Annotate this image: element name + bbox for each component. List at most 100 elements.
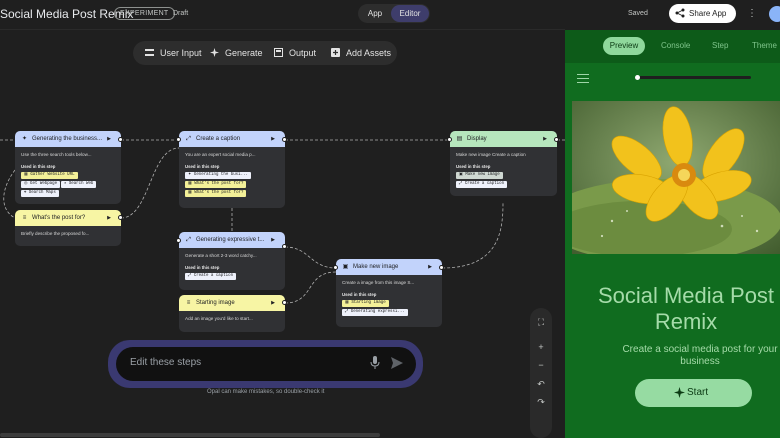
- progress-bar: [635, 76, 751, 79]
- chip: ▦ What's the post for?: [185, 181, 247, 188]
- edit-steps-input[interactable]: [116, 347, 416, 381]
- preview-subtitle: Create a social media post for your busi…: [622, 344, 778, 367]
- output-port[interactable]: [439, 265, 444, 270]
- output-port[interactable]: [282, 137, 287, 142]
- chip: ⤢ Create a caption: [185, 273, 237, 280]
- output-port[interactable]: [554, 137, 559, 142]
- tab-theme[interactable]: Theme: [752, 41, 777, 50]
- node-title: Create a caption: [196, 136, 241, 142]
- node-body: Add an image you'd like to start...: [179, 311, 285, 326]
- node-title: Make new image: [353, 264, 399, 270]
- chip: ▣ Make new image: [456, 172, 503, 179]
- node-header[interactable]: ▤Display▶: [450, 131, 557, 147]
- redo-icon[interactable]: ↷: [537, 397, 545, 407]
- chip: ◎ Get Webpage: [21, 181, 61, 188]
- node-title: Generating the business...: [32, 136, 103, 142]
- edge-left-curve: [3, 169, 16, 219]
- more-options-icon[interactable]: ⋮: [747, 8, 757, 19]
- run-step-icon[interactable]: ▶: [543, 136, 547, 142]
- zoom-in-icon[interactable]: +: [538, 342, 544, 352]
- microphone-icon[interactable]: [370, 356, 380, 370]
- add-assets-label: Add Assets: [346, 48, 392, 58]
- node-prompt: Use the three search tools below...: [21, 152, 92, 157]
- tab-console[interactable]: Console: [661, 41, 691, 50]
- node-generating-business[interactable]: ✦Generating the business...▶ Use the thr…: [15, 131, 121, 204]
- edge-whats-caption: [120, 147, 180, 219]
- zoom-out-icon[interactable]: −: [538, 360, 544, 370]
- node-header[interactable]: ✦Generating the business...▶: [15, 131, 121, 147]
- fit-view-icon[interactable]: ⛶: [537, 317, 545, 327]
- start-button[interactable]: Start: [635, 379, 752, 407]
- used-label: Used in this step: [185, 164, 220, 169]
- used-label: Used in this step: [21, 164, 56, 169]
- save-status: Saved: [628, 10, 648, 17]
- used-label: Used in this step: [185, 265, 220, 270]
- avatar[interactable]: [769, 6, 780, 22]
- node-body: Use the three search tools below... Used…: [15, 147, 121, 203]
- node-title: What's the post for?: [32, 215, 86, 221]
- node-display[interactable]: ▤Display▶ Make new image Create a captio…: [450, 131, 557, 196]
- node-body: Create a image from this image S... Used…: [336, 275, 442, 322]
- output-port[interactable]: [282, 244, 287, 249]
- edge-expressive-make: [284, 246, 337, 269]
- generate-button[interactable]: Generate: [210, 41, 263, 65]
- user-input-button[interactable]: User Input: [145, 41, 202, 65]
- app-mode-tab[interactable]: App: [367, 9, 383, 18]
- used-label: Used in this step: [342, 292, 377, 297]
- node-starting-image[interactable]: ≡Starting image▶ Add an image you'd like…: [179, 295, 285, 332]
- menu-icon[interactable]: [577, 74, 589, 83]
- input-icon: ≡: [22, 215, 27, 221]
- tab-preview[interactable]: Preview: [603, 37, 645, 55]
- node-body: Generate a short 2-3 word catchy... Used…: [179, 248, 285, 286]
- node-generating-expressive[interactable]: ⤢Generating expressive t...▶ Generate a …: [179, 232, 285, 290]
- node-whats-the-post-for[interactable]: ≡What's the post for?▶ Briefly describe …: [15, 210, 121, 246]
- node-header[interactable]: ⤢Generating expressive t...▶: [179, 232, 285, 248]
- node-body: Make new image Create a caption Used in …: [450, 147, 557, 194]
- send-icon[interactable]: [391, 357, 403, 369]
- input-port[interactable]: [447, 137, 452, 142]
- run-step-icon[interactable]: ▶: [428, 264, 432, 270]
- node-header[interactable]: ⤢Create a caption▶: [179, 131, 285, 147]
- output-label: Output: [289, 48, 317, 58]
- input-icon: ≡: [186, 300, 191, 306]
- output-port[interactable]: [118, 215, 123, 220]
- node-make-new-image[interactable]: ▣Make new image▶ Create a image from thi…: [336, 259, 442, 327]
- app-title: Social Media Post Remix: [0, 7, 134, 21]
- node-body: You are an expert social media p... Used…: [179, 147, 285, 203]
- output-button[interactable]: Output: [274, 41, 316, 65]
- output-port[interactable]: [282, 300, 287, 305]
- output-port[interactable]: [118, 137, 123, 142]
- add-assets-button[interactable]: Add Assets: [331, 41, 391, 65]
- preview-panel: Preview Console Step Theme: [565, 30, 780, 438]
- sparkle-icon: [210, 42, 219, 57]
- node-header[interactable]: ≡ What's the post for? ▶: [15, 210, 121, 226]
- user-input-icon: [145, 42, 154, 56]
- undo-icon[interactable]: ↶: [537, 379, 545, 389]
- user-input-label: User Input: [160, 48, 202, 58]
- input-port[interactable]: [333, 265, 338, 270]
- draft-status: Draft: [173, 10, 189, 17]
- run-step-icon[interactable]: ▶: [271, 237, 275, 243]
- sparkle-icon: [674, 387, 685, 398]
- node-prompt: Add an image you'd like to start...: [185, 316, 253, 321]
- tab-step[interactable]: Step: [712, 41, 729, 50]
- input-port[interactable]: [176, 137, 181, 142]
- chip: ▦ What's the post for?: [185, 190, 247, 197]
- editor-mode-tab[interactable]: Editor: [391, 5, 429, 22]
- node-header[interactable]: ▣Make new image▶: [336, 259, 442, 275]
- run-step-icon[interactable]: ▶: [271, 300, 275, 306]
- input-port[interactable]: [176, 238, 181, 243]
- run-step-icon[interactable]: ▶: [107, 136, 111, 142]
- mode-toggle: App Editor: [358, 4, 430, 23]
- node-header[interactable]: ≡Starting image▶: [179, 295, 285, 311]
- preview-tabs: Preview Console Step Theme: [565, 30, 780, 63]
- chip: ⤢ Generating expressi...: [342, 309, 408, 316]
- share-app-button[interactable]: Share App: [669, 4, 736, 23]
- horizontal-scrollbar[interactable]: [0, 433, 380, 437]
- node-create-caption[interactable]: ⤢Create a caption▶ You are an expert soc…: [179, 131, 285, 208]
- generate-icon: ⤢: [186, 237, 191, 243]
- run-step-icon[interactable]: ▶: [107, 215, 111, 221]
- divider: [0, 29, 565, 30]
- run-step-icon[interactable]: ▶: [271, 136, 275, 142]
- node-prompt: Create a image from this image S...: [342, 280, 415, 285]
